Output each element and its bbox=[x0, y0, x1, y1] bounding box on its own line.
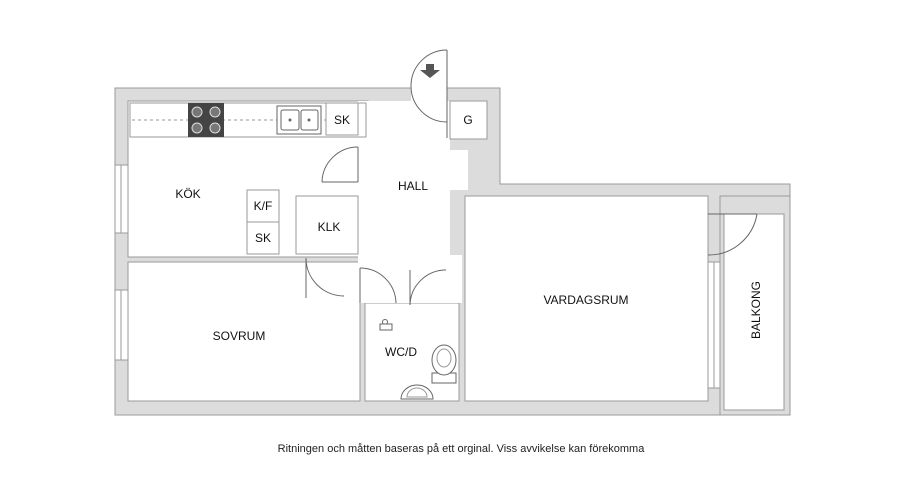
entrance-door bbox=[410, 49, 448, 138]
wc-label: WC/D bbox=[385, 345, 417, 359]
bedroom-floor bbox=[127, 261, 361, 402]
hall-label: HALL bbox=[398, 179, 428, 193]
klk-door bbox=[305, 257, 345, 298]
toilet-icon bbox=[431, 344, 457, 384]
balcony-label: BALKONG bbox=[749, 281, 763, 339]
kitchen-window bbox=[114, 164, 129, 234]
g-closet-floor bbox=[449, 100, 488, 140]
klk-floor bbox=[295, 195, 359, 255]
g-label: G bbox=[463, 113, 472, 127]
entrance-arrow-icon bbox=[420, 64, 440, 78]
lower-sk-cabinet bbox=[246, 221, 280, 255]
bedroom-door bbox=[359, 267, 397, 304]
living-room-label: VARDAGSRUM bbox=[543, 293, 628, 307]
balcony-door bbox=[707, 213, 758, 256]
living-floor bbox=[464, 195, 709, 402]
entrance-opening bbox=[411, 86, 447, 102]
washbasin-icon bbox=[400, 384, 434, 400]
kf-label: K/F bbox=[254, 199, 273, 213]
living-window bbox=[707, 261, 721, 389]
disclaimer-text: Ritningen och måtten baseras på ett orgi… bbox=[277, 443, 645, 455]
kitchen-sk-cabinet bbox=[325, 102, 359, 136]
wc-door bbox=[409, 269, 447, 306]
stove-icon bbox=[188, 103, 224, 137]
lower-sk-label: SK bbox=[255, 231, 271, 245]
kitchen-sk-label: SK bbox=[334, 113, 350, 127]
kitchen-label: KÖK bbox=[175, 187, 200, 201]
sink-icon bbox=[276, 105, 322, 135]
klk-label: KLK bbox=[318, 220, 341, 234]
hall-floor-extension bbox=[358, 150, 468, 190]
kitchen-door bbox=[321, 146, 359, 183]
kf-cabinet bbox=[246, 189, 280, 223]
shower-icon bbox=[379, 319, 393, 331]
bedroom-label: SOVRUM bbox=[213, 329, 266, 343]
bedroom-window bbox=[114, 289, 129, 361]
balcony-floor bbox=[723, 213, 785, 411]
